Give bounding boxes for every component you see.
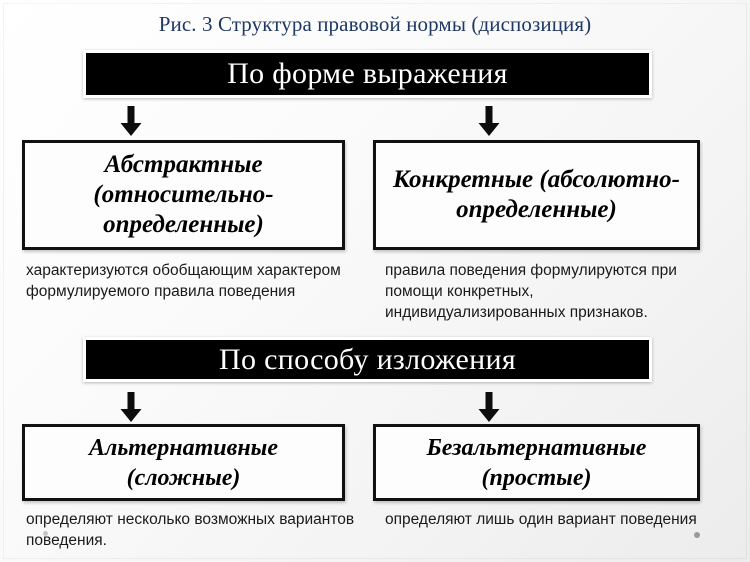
box-non-alternative-norms-label: Безальтернативные (простые) bbox=[426, 434, 647, 491]
box-concrete-norms: Конкретные (абсолютно-определенные) bbox=[373, 140, 700, 250]
box-concrete-norms-label: Конкретные (абсолютно-определенные) bbox=[393, 166, 680, 223]
box-non-alternative-norms: Безальтернативные (простые) bbox=[373, 424, 700, 501]
section-header-method: По способу изложения bbox=[83, 337, 652, 382]
down-arrow-icon bbox=[476, 106, 502, 136]
page-title: Рис. 3 Структура правовой нормы (диспози… bbox=[158, 12, 592, 36]
caption-concrete-norms: правила поведения формулируются при помо… bbox=[385, 262, 677, 321]
down-arrow-icon bbox=[118, 392, 144, 422]
box-abstract-norms: Абстрактные (относительно-определенные) bbox=[22, 140, 345, 250]
decorative-dot bbox=[43, 531, 48, 536]
caption-non-alternative-norms: определяют лишь один вариант поведения bbox=[385, 511, 697, 528]
section-header-form-label: По форме выражения bbox=[227, 57, 508, 90]
decorative-dot bbox=[694, 532, 700, 538]
box-abstract-norms-label: Абстрактные (относительно-определенные) bbox=[93, 151, 274, 238]
down-arrow-icon bbox=[476, 392, 502, 422]
section-header-method-label: По способу изложения bbox=[219, 342, 516, 376]
section-header-form: По форме выражения bbox=[83, 50, 652, 98]
down-arrow-icon bbox=[118, 106, 144, 136]
box-alternative-norms-label: Альтернативные (сложные) bbox=[89, 434, 278, 491]
caption-abstract-norms: характеризуются обобщающим характером фо… bbox=[26, 262, 341, 300]
box-alternative-norms: Альтернативные (сложные) bbox=[22, 424, 345, 501]
caption-alternative-norms: определяют несколько возможных вариантов… bbox=[26, 511, 355, 549]
